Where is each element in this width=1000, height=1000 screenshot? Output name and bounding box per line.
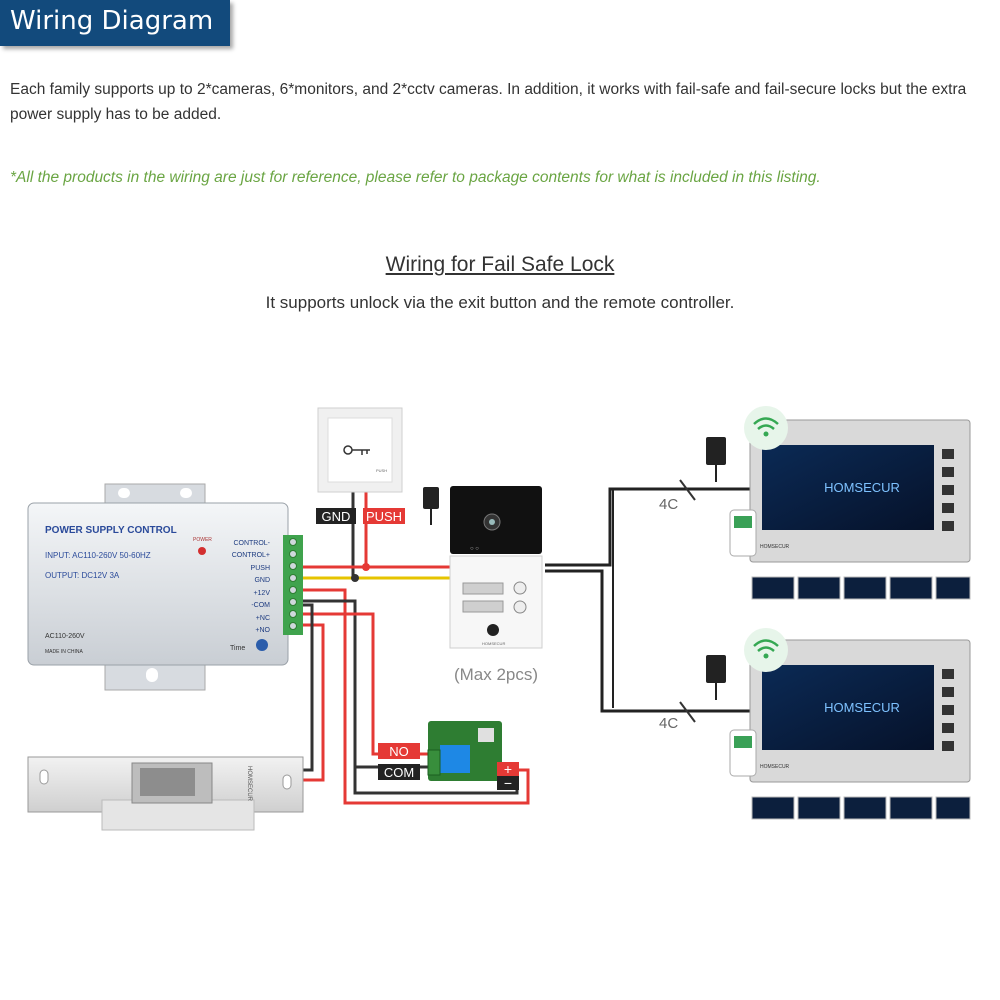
cable-label-lower: 4C: [659, 715, 678, 732]
psu-output: OUTPUT: DC12V 3A: [45, 571, 120, 580]
junction-gnd: [351, 574, 359, 582]
monitor-1-extension-row: [751, 576, 971, 600]
wire-exit-push: [300, 490, 368, 569]
psu-power-label: POWER: [193, 537, 212, 543]
gnd-tag-text: GND: [322, 509, 351, 524]
wire-12v-relay: [300, 588, 530, 805]
gnd-tag: [316, 508, 356, 524]
terminal-push: PUSH: [251, 565, 270, 572]
minus-tag-text: −: [504, 775, 512, 791]
no-tag: [378, 743, 420, 759]
monitor-1: HOMSECUR HOMSECUR: [706, 406, 971, 600]
monitor-1-screen: [762, 445, 934, 530]
monitor-2-adapter-icon: [706, 655, 726, 700]
wire-station-monitor1-a: [545, 487, 750, 567]
electric-lock: HOMSECUR: [27, 756, 304, 831]
terminal-no: +NO: [255, 627, 270, 634]
call-button-2: [513, 600, 527, 614]
call-button-1: [513, 581, 527, 595]
key-icon: [343, 445, 370, 455]
com-tag-text: COM: [384, 765, 414, 780]
psu-ac-label: AC110-260V: [45, 633, 85, 640]
intro-paragraph: Each family supports up to 2*cameras, 6*…: [10, 81, 967, 123]
station-brand: HOMSECUR: [482, 641, 505, 646]
psu-input: INPUT: AC110-260V 50-60HZ: [45, 551, 151, 560]
terminal-nc: +NC: [256, 615, 270, 622]
plus-tag-text: +: [504, 761, 512, 777]
monitor-1-wifi-icon: [753, 417, 779, 430]
monitor-2-wifi-bg: [744, 628, 788, 672]
minus-tag: [497, 776, 519, 790]
cable-label-upper: 4C: [659, 496, 678, 513]
terminal-12v: +12V: [253, 590, 270, 597]
terminal-control-minus: CONTROL-: [233, 540, 270, 547]
section-title: Wiring for Fail Safe Lock: [385, 253, 615, 276]
monitor-2-small-brand: HOMSECUR: [760, 764, 790, 770]
monitor-2-wifi-icon: [753, 639, 779, 652]
monitor-2-screen: [762, 665, 934, 750]
monitor-2-extension-row: [751, 796, 971, 820]
adapter-icon: [423, 487, 439, 525]
cable-slash-1: [679, 479, 696, 501]
relay-module: [427, 721, 502, 781]
psu-title: POWER SUPPLY CONTROL: [45, 525, 177, 536]
monitor-2-phone-icon: [729, 729, 757, 777]
power-led-icon: [198, 547, 206, 555]
svg-text:○ ○: ○ ○: [470, 546, 479, 552]
section-subtitle: It supports unlock via the exit button a…: [265, 293, 735, 312]
cable-slash-2: [679, 701, 696, 723]
wire-no-relay: [300, 612, 430, 756]
time-knob-icon: [256, 639, 268, 651]
page-title: Wiring Diagram: [10, 6, 214, 36]
monitor-1-wifi-bg: [744, 406, 788, 450]
power-supply: POWER SUPPLY CONTROL INPUT: AC110-260V 5…: [27, 483, 303, 691]
lock-brand: HOMSECUR: [246, 766, 252, 802]
no-tag-text: NO: [389, 744, 409, 759]
exit-button: PUSH: [317, 407, 403, 493]
terminal-gnd: GND: [254, 577, 270, 584]
psu-time-label: Time: [230, 645, 245, 652]
push-tag-text: PUSH: [366, 509, 402, 524]
monitor-1-adapter-icon: [706, 437, 726, 482]
junction-push: [362, 563, 370, 571]
monitor-1-small-brand: HOMSECUR: [760, 544, 790, 550]
wire-station-monitor2-a: [545, 569, 750, 713]
wire-lock-black: [300, 603, 314, 772]
plus-tag: [497, 762, 519, 776]
exit-push-small: PUSH: [376, 468, 387, 473]
monitor-1-brand: HOMSECUR: [824, 480, 900, 495]
terminal-control-plus: CONTROL+: [232, 552, 270, 559]
com-tag: [378, 764, 420, 780]
push-tag: [363, 508, 405, 524]
strike-latch-icon: [140, 768, 195, 796]
reference-note: *All the products in the wiring are just…: [10, 169, 821, 186]
monitor-2-brand: HOMSECUR: [824, 700, 900, 715]
title-banner: Wiring Diagram: [0, 0, 230, 46]
wire-exit-gnd: [300, 490, 355, 580]
terminal-block: [283, 535, 303, 635]
card-reader-icon: [487, 624, 499, 636]
psu-made-in: MADE IN CHINA: [45, 649, 83, 655]
max-label: (Max 2pcs): [454, 665, 538, 684]
terminal-com: -COM: [251, 602, 270, 609]
door-station: ○ ○ HOMSECUR: [423, 486, 543, 649]
relay-icon: [440, 745, 470, 773]
monitor-2: HOMSECUR HOMSECUR: [706, 628, 971, 820]
monitor-1-phone-icon: [729, 509, 757, 557]
